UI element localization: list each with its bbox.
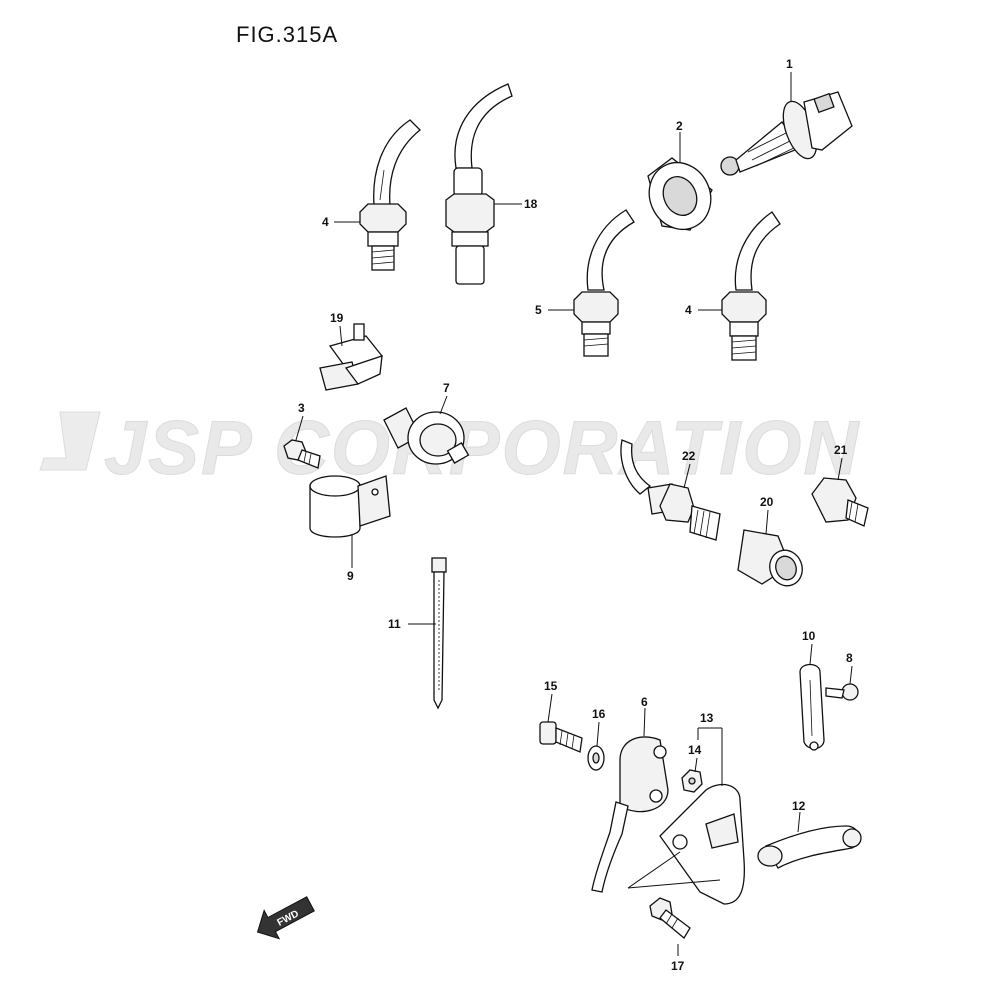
part-16-washer — [587, 745, 605, 771]
callout-18: 18 — [524, 197, 538, 211]
callout-17: 17 — [671, 959, 685, 973]
fwd-direction-arrow: FWD — [256, 896, 315, 940]
part-19-clip — [319, 323, 384, 391]
callout-7: 7 — [443, 381, 450, 395]
figure-title: FIG.315A — [236, 22, 338, 47]
callout-11: 11 — [388, 617, 401, 631]
part-13-bracket — [659, 783, 746, 905]
callout-16: 16 — [592, 707, 606, 721]
part-18-sender — [445, 83, 513, 285]
callout-5: 5 — [535, 303, 542, 317]
callout-4-left: 4 — [322, 215, 329, 229]
part-10-strap — [799, 663, 825, 751]
part-12-link — [757, 825, 862, 869]
part-4-switch-left — [359, 119, 421, 271]
watermark: JSP CORPORATION — [39, 406, 860, 492]
part-4-switch-right — [721, 211, 781, 361]
callout-6: 6 — [641, 695, 648, 709]
callout-3: 3 — [298, 401, 305, 415]
part-7-pressure-switch — [383, 407, 470, 465]
callout-13: 13 — [700, 711, 714, 725]
part-15-bolt — [539, 721, 583, 753]
callout-8: 8 — [846, 651, 853, 665]
callout-4-right: 4 — [685, 303, 692, 317]
part-20-plug — [737, 529, 803, 587]
part-14-nut — [681, 769, 703, 793]
callout-22: 22 — [682, 449, 696, 463]
watermark-text: JSP CORPORATION — [104, 406, 860, 491]
part-9-clamp — [309, 475, 391, 538]
callout-21: 21 — [834, 443, 848, 457]
callout-1: 1 — [786, 57, 793, 71]
part-17-bolt — [649, 897, 691, 939]
callout-14: 14 — [688, 743, 702, 757]
callout-10: 10 — [802, 629, 816, 643]
callout-20: 20 — [760, 495, 774, 509]
part-6-switch — [591, 736, 669, 893]
part-11-cable-tie — [431, 557, 447, 710]
part-8-screw — [825, 683, 859, 701]
callout-12: 12 — [792, 799, 806, 813]
callout-9: 9 — [347, 569, 354, 583]
part-5-switch — [573, 209, 635, 357]
callout-15: 15 — [544, 679, 558, 693]
part-3-bolt — [283, 439, 321, 469]
part-2-grommet — [647, 157, 713, 231]
part-1-sensor — [720, 91, 853, 176]
callout-2: 2 — [676, 119, 683, 133]
callout-19: 19 — [330, 311, 344, 325]
part-21-sensor — [811, 477, 869, 527]
part-22-sender — [620, 439, 721, 541]
